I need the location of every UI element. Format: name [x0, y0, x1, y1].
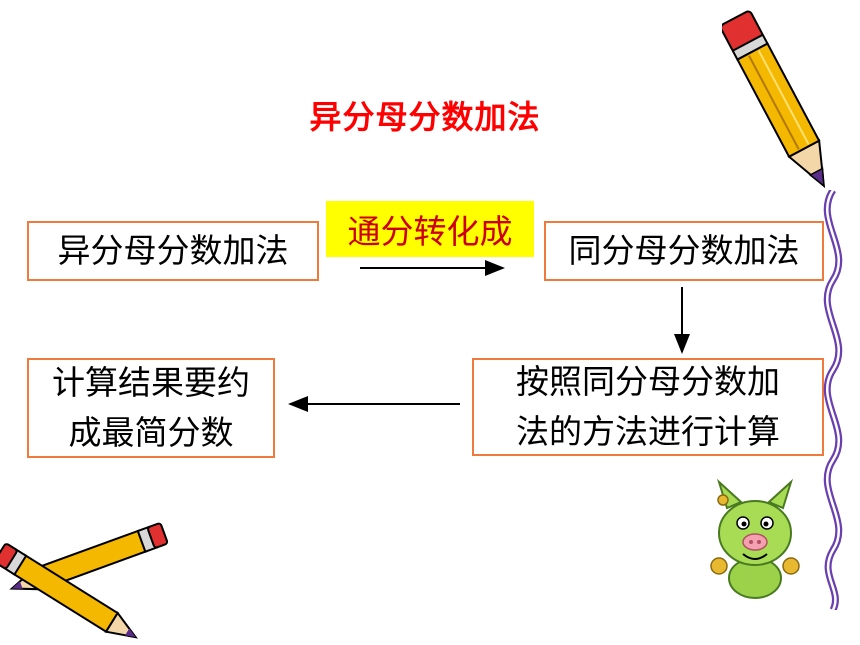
box-simplify-result: 计算结果要约 成最简分数 [27, 358, 275, 458]
cartoon-character-icon [710, 478, 800, 599]
box-like-denominator-addition: 同分母分数加法 [544, 221, 824, 281]
box-calculate-step: 按照同分母分数加 法的方法进行计算 [472, 358, 824, 456]
convert-label: 通分转化成 [326, 201, 534, 257]
page-title: 异分母分数加法 [309, 98, 541, 136]
box-label: 计算结果要约 成最简分数 [52, 363, 250, 452]
box-unlike-denominator-addition: 异分母分数加法 [27, 221, 319, 281]
box-label: 同分母分数加法 [568, 231, 800, 270]
box-label: 异分母分数加法 [57, 231, 289, 270]
pencil-icon [722, 10, 826, 189]
box-label: 按照同分母分数加 法的方法进行计算 [516, 362, 780, 451]
crossed-pencils-icon [0, 522, 169, 639]
ribbon-decoration-icon [823, 190, 843, 610]
